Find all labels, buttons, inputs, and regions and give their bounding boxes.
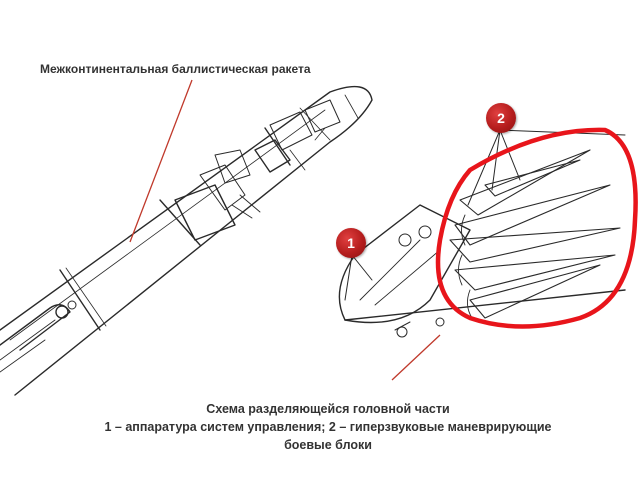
missile-engine [0, 300, 77, 373]
warhead-bus [338, 204, 626, 338]
marker-1: 1 [336, 228, 366, 258]
caption-line-1: Схема разделяющейся головной части [206, 402, 450, 416]
marker-2: 2 [486, 103, 516, 133]
missile-internals [174, 99, 341, 241]
marker-2-callouts [467, 129, 626, 206]
diagram-caption: Схема разделяющейся головной части 1 – а… [78, 400, 578, 454]
missile-body [0, 85, 373, 396]
glide-vehicles [449, 149, 621, 319]
caption-leader-line [391, 334, 441, 381]
highlight-circle [435, 127, 638, 329]
diagram-title: Межконтинентальная баллистическая ракета [40, 62, 311, 76]
title-leader-line [129, 79, 193, 243]
caption-line-3: боевые блоки [284, 438, 372, 452]
marker-1-callouts [344, 254, 373, 301]
caption-line-2: 1 – аппаратура систем управления; 2 – ги… [104, 420, 552, 434]
